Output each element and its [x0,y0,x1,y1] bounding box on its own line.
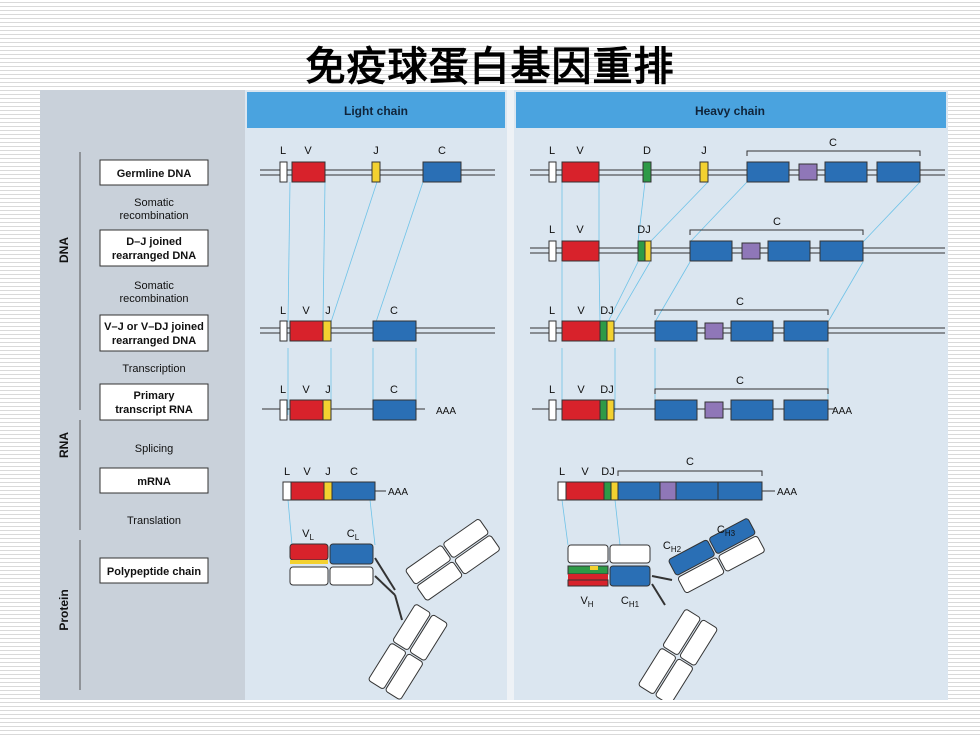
svg-text:L: L [549,145,555,157]
svg-text:D–J joined: D–J joined [126,236,182,248]
svg-text:CL: CL [347,528,360,542]
step-translation: Translation [127,515,181,527]
svg-text:J: J [701,145,707,157]
slide-title: 免疫球蛋白基因重排 [305,44,675,90]
stage-box-primary: Primary transcript RNA [99,383,209,421]
light-panel-bg [245,90,510,700]
protein-label: Protein [57,589,71,630]
light-chain-header: Light chain [344,104,408,118]
svg-text:AAA: AAA [832,406,852,417]
svg-text:CH2: CH2 [663,540,682,554]
svg-text:L: L [549,224,555,236]
svg-text:Polypeptide chain: Polypeptide chain [107,566,201,578]
svg-text:Primary: Primary [134,390,176,402]
svg-text:mRNA: mRNA [137,476,171,488]
svg-text:C: C [773,216,781,228]
light-polypeptide: VL CL [289,519,500,700]
heavy-panel-bg [510,90,948,700]
stage-box-polypeptide: Polypeptide chain [99,557,209,584]
svg-text:V: V [576,224,584,236]
svg-text:J: J [325,305,331,317]
stage-box-vj: V–J or V–DJ joined rearranged DNA [99,314,209,352]
svg-text:C: C [736,375,744,387]
svg-text:J: J [373,145,379,157]
step-somatic-2a: Somatic [134,280,174,292]
svg-text:V: V [304,145,312,157]
svg-text:C: C [829,137,837,149]
svg-text:L: L [549,305,555,317]
light-primary-transcript: AAA L V J C [262,384,456,421]
svg-text:V: V [303,466,311,478]
heavy-guide-lines [561,181,921,546]
v-segment [291,161,326,183]
svg-text:L: L [284,466,290,478]
light-germline-dna: L V J C [260,145,495,183]
svg-text:L: L [280,145,286,157]
svg-text:VH: VH [580,595,593,609]
svg-text:transcript RNA: transcript RNA [115,404,193,416]
heavy-germline-dna: L V D J C [530,137,945,183]
stage-box-dj: D–J joined rearranged DNA [99,229,209,267]
svg-text:V: V [577,384,585,396]
svg-text:DJ: DJ [637,224,650,236]
diagram-canvas: Light chain Heavy chain DNA RNA Protein … [40,90,948,700]
heavy-polypeptide: VH CH1 CH2 CH3 [567,518,765,700]
svg-text:V: V [576,145,584,157]
svg-text:V: V [581,466,589,478]
dna-label: DNA [57,237,71,263]
svg-text:V–J or V–DJ joined: V–J or V–DJ joined [104,321,204,333]
stage-box-mrna: mRNA [99,467,209,494]
svg-text:C: C [390,305,398,317]
svg-text:L: L [559,466,565,478]
step-somatic-1b: recombination [119,210,188,222]
j-segment [371,161,381,183]
svg-text:V: V [302,384,310,396]
light-header-bar [247,92,505,128]
svg-text:AAA: AAA [436,406,456,417]
heavy-vdj-joined-dna: L V DJ C [530,296,945,342]
svg-text:V: V [577,305,585,317]
svg-text:L: L [280,305,286,317]
svg-text:Germline DNA: Germline DNA [117,168,192,180]
step-somatic-1a: Somatic [134,197,174,209]
c-segment [422,161,462,183]
svg-text:C: C [438,145,446,157]
light-vj-joined-dna: L V J C [260,305,495,342]
svg-text:J: J [325,384,331,396]
svg-text:L: L [549,384,555,396]
heavy-header-bar [516,92,946,128]
svg-text:C: C [350,466,358,478]
svg-text:J: J [325,466,331,478]
svg-text:V: V [302,305,310,317]
gene-rearrangement-figure: Light chain Heavy chain DNA RNA Protein … [40,90,948,700]
heavy-mrna: AAA L V DJ C [557,456,797,501]
light-guide-lines [287,181,424,546]
stage-box-germline: Germline DNA [99,159,209,186]
svg-text:AAA: AAA [388,487,408,498]
svg-text:rearranged DNA: rearranged DNA [112,335,196,347]
svg-text:DJ: DJ [601,466,614,478]
svg-text:D: D [643,145,651,157]
light-mrna: AAA L V J C [282,466,408,501]
svg-text:CH1: CH1 [621,595,640,609]
svg-text:C: C [736,296,744,308]
svg-text:C: C [686,456,694,468]
leader-segment [279,161,288,183]
svg-text:rearranged DNA: rearranged DNA [112,250,196,262]
step-somatic-2b: recombination [119,293,188,305]
step-transcription: Transcription [122,363,185,375]
panel-gap [507,90,514,700]
heavy-primary-transcript: AAA L V DJ C [532,375,852,421]
rna-label: RNA [57,432,71,458]
svg-text:AAA: AAA [777,487,797,498]
svg-text:CH3: CH3 [717,524,736,538]
svg-text:L: L [280,384,286,396]
heavy-chain-header: Heavy chain [695,104,765,118]
svg-text:DJ: DJ [600,305,613,317]
svg-text:C: C [390,384,398,396]
svg-text:DJ: DJ [600,384,613,396]
step-splicing: Splicing [135,443,174,455]
svg-text:VL: VL [302,528,314,542]
heavy-dj-joined-dna: L V DJ C [530,216,945,262]
